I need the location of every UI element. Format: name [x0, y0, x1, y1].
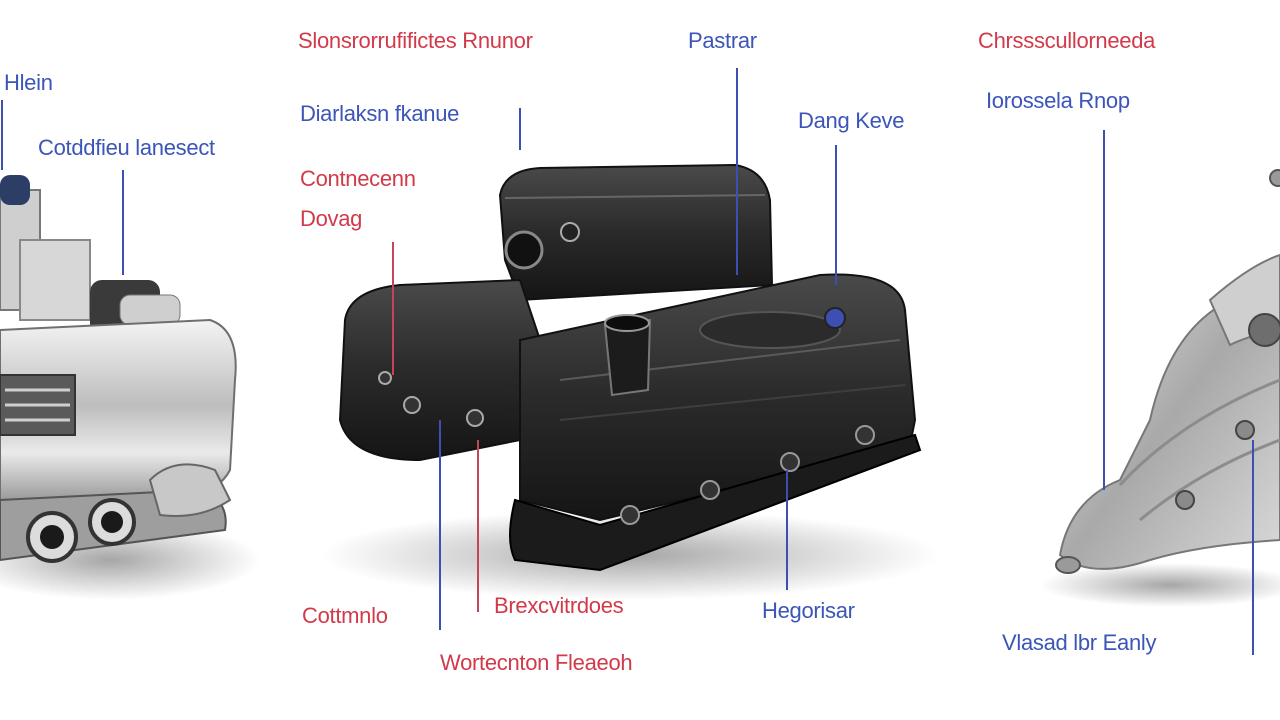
- label-right-top-red: Chrssscullorneeda: [978, 28, 1156, 53]
- label-bottom-red-1: Cottmnlo: [302, 603, 388, 628]
- label-bottom-blue-2: Vlasad lbr Eanly: [1002, 630, 1157, 655]
- label-left-mid: Cotddfieu lanesect: [38, 135, 215, 160]
- label-bottom-red-3: Wortecnton Fleaeoh: [440, 650, 633, 675]
- silver-exhaust-manifold-image: [1040, 169, 1280, 607]
- label-center-top-blue: Pastrar: [688, 28, 757, 53]
- label-center-red-1: Contnecenn: [300, 166, 416, 191]
- label-center-top-red: Slonsrorrufifictes Rnunor: [298, 28, 533, 53]
- label-bottom-blue-1: Hegorisar: [762, 598, 855, 623]
- label-right-second-blue: Iorossela Rnop: [986, 88, 1130, 113]
- chrome-engine-manifold-image: [0, 175, 260, 600]
- label-center-second-blue: Diarlaksn fkanue: [300, 101, 460, 126]
- leader-lines: [1, 68, 1254, 655]
- label-left-top: Hlein: [4, 70, 53, 95]
- label-bottom-red-2: Brexcvitrdoes: [494, 593, 624, 618]
- black-intake-manifold-image: [320, 163, 940, 600]
- label-center-right-blue: Dang Keve: [798, 108, 905, 133]
- label-center-red-2: Dovag: [300, 206, 363, 231]
